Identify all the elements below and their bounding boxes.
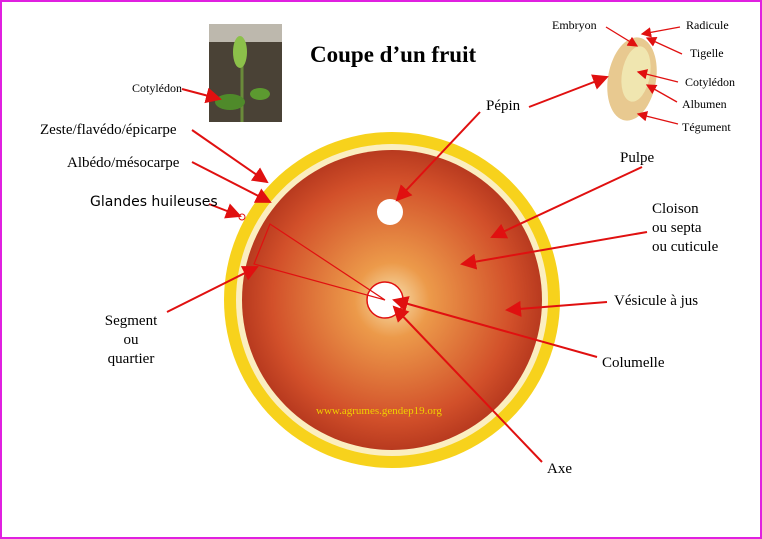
label-albedo: Albédo/mésocarpe	[67, 155, 180, 171]
label-cloison-line: ou septa	[652, 220, 702, 236]
label-segment-line: quartier	[107, 351, 155, 367]
label-segment: Segment ou quartier	[98, 312, 164, 369]
label-pulpe: Pulpe	[620, 150, 655, 166]
seed-image	[607, 37, 657, 121]
label-pepin: Pépin	[486, 98, 521, 114]
label-segment-line: Segment	[104, 313, 158, 329]
label-embryon: Embryon	[552, 18, 597, 32]
label-columelle: Columelle	[602, 355, 665, 371]
label-radicule: Radicule	[686, 18, 729, 32]
label-cotyledon-plant: Cotylédon	[132, 81, 182, 95]
label-segment-line: ou	[123, 332, 139, 348]
label-cloison: Cloison ou septa ou cuticule	[652, 200, 718, 257]
label-vesicule: Vésicule à jus	[614, 293, 699, 309]
diagram-title: Coupe d’un fruit	[310, 42, 477, 67]
label-albumen: Albumen	[682, 97, 727, 111]
label-tigelle: Tigelle	[690, 46, 724, 60]
label-zeste: Zeste/flavédo/épicarpe	[40, 122, 177, 138]
label-axe: Axe	[547, 461, 572, 477]
seed-arrows	[605, 26, 683, 125]
label-tegument: Tégument	[682, 120, 731, 134]
label-glandes: Glandes huileuses	[90, 194, 218, 210]
arrows	[166, 74, 648, 463]
seedling-photo	[209, 24, 282, 122]
watermark-url: www.agrumes.gendep19.org	[316, 405, 442, 417]
orange-section	[224, 132, 560, 468]
label-cotyledon-seed: Cotylédon	[685, 75, 735, 89]
label-cloison-line: ou cuticule	[652, 239, 719, 255]
label-cloison-line: Cloison	[652, 201, 699, 217]
